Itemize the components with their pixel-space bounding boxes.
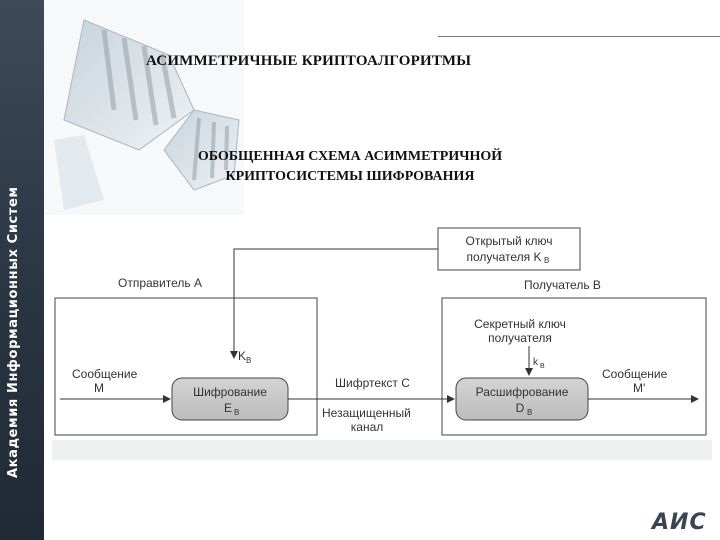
- decryption-line-1: Расшифрование: [476, 385, 569, 399]
- message-in-line-2: M: [94, 381, 104, 395]
- public-key-subscript: B: [544, 256, 549, 265]
- receiver-label: Получатель В: [524, 278, 601, 292]
- ais-logo: АИС: [652, 510, 707, 535]
- diagram-title: ОБОБЩЕННАЯ СХЕМА АСИММЕТРИЧНОЙ КРИПТОСИС…: [130, 147, 570, 187]
- k-b-left-label: K: [238, 349, 246, 363]
- channel-line-2: канал: [351, 420, 384, 434]
- secret-key-line-2: получателя: [488, 331, 552, 345]
- header-rule: [438, 36, 720, 37]
- encryption-line-1: Шифрование: [193, 385, 267, 399]
- sidebar-academy-name: Академия Информационных Систем: [6, 186, 21, 478]
- public-key-box: [437, 227, 581, 271]
- k-b-right-label: k: [533, 357, 539, 368]
- public-key-line-1: Открытый ключ: [466, 234, 553, 248]
- sidebar: Академия Информационных Систем: [0, 0, 44, 540]
- public-key-arrow: [230, 248, 438, 359]
- decryption-subscript: B: [527, 408, 532, 417]
- k-b-right-subscript: B: [540, 363, 545, 370]
- public-key-line-2: получателя K: [466, 250, 541, 264]
- crypto-scheme-diagram: Открытый ключ получателя K B K B Отправи…: [52, 227, 712, 460]
- channel-line-1: Незащищенный: [322, 406, 411, 420]
- encryption-line-2: E: [224, 401, 232, 415]
- butterfly-decoration: [44, 0, 244, 215]
- message-out-line-1: Сообщение: [602, 367, 668, 381]
- message-out-line-2: M': [633, 381, 645, 395]
- secret-key-line-1: Секретный ключ: [474, 317, 566, 331]
- diagram-title-line-2: КРИПТОСИСТЕМЫ ШИФРОВАНИЯ: [225, 169, 475, 184]
- k-b-left-subscript: B: [246, 356, 251, 365]
- sender-region: [54, 297, 318, 436]
- encryption-subscript: B: [234, 408, 239, 417]
- diagram-title-line-1: ОБОБЩЕННАЯ СХЕМА АСИММЕТРИЧНОЙ: [197, 149, 503, 164]
- sender-label: Отправитель А: [118, 276, 202, 290]
- receiver-region: [441, 297, 707, 436]
- ciphertext-label: Шифртекст C: [335, 376, 410, 390]
- decryption-line-2: D: [516, 401, 525, 415]
- page-title: АСИММЕТРИЧНЫЕ КРИПТОАЛГОРИТМЫ: [146, 53, 472, 69]
- message-in-line-1: Сообщение: [72, 367, 138, 381]
